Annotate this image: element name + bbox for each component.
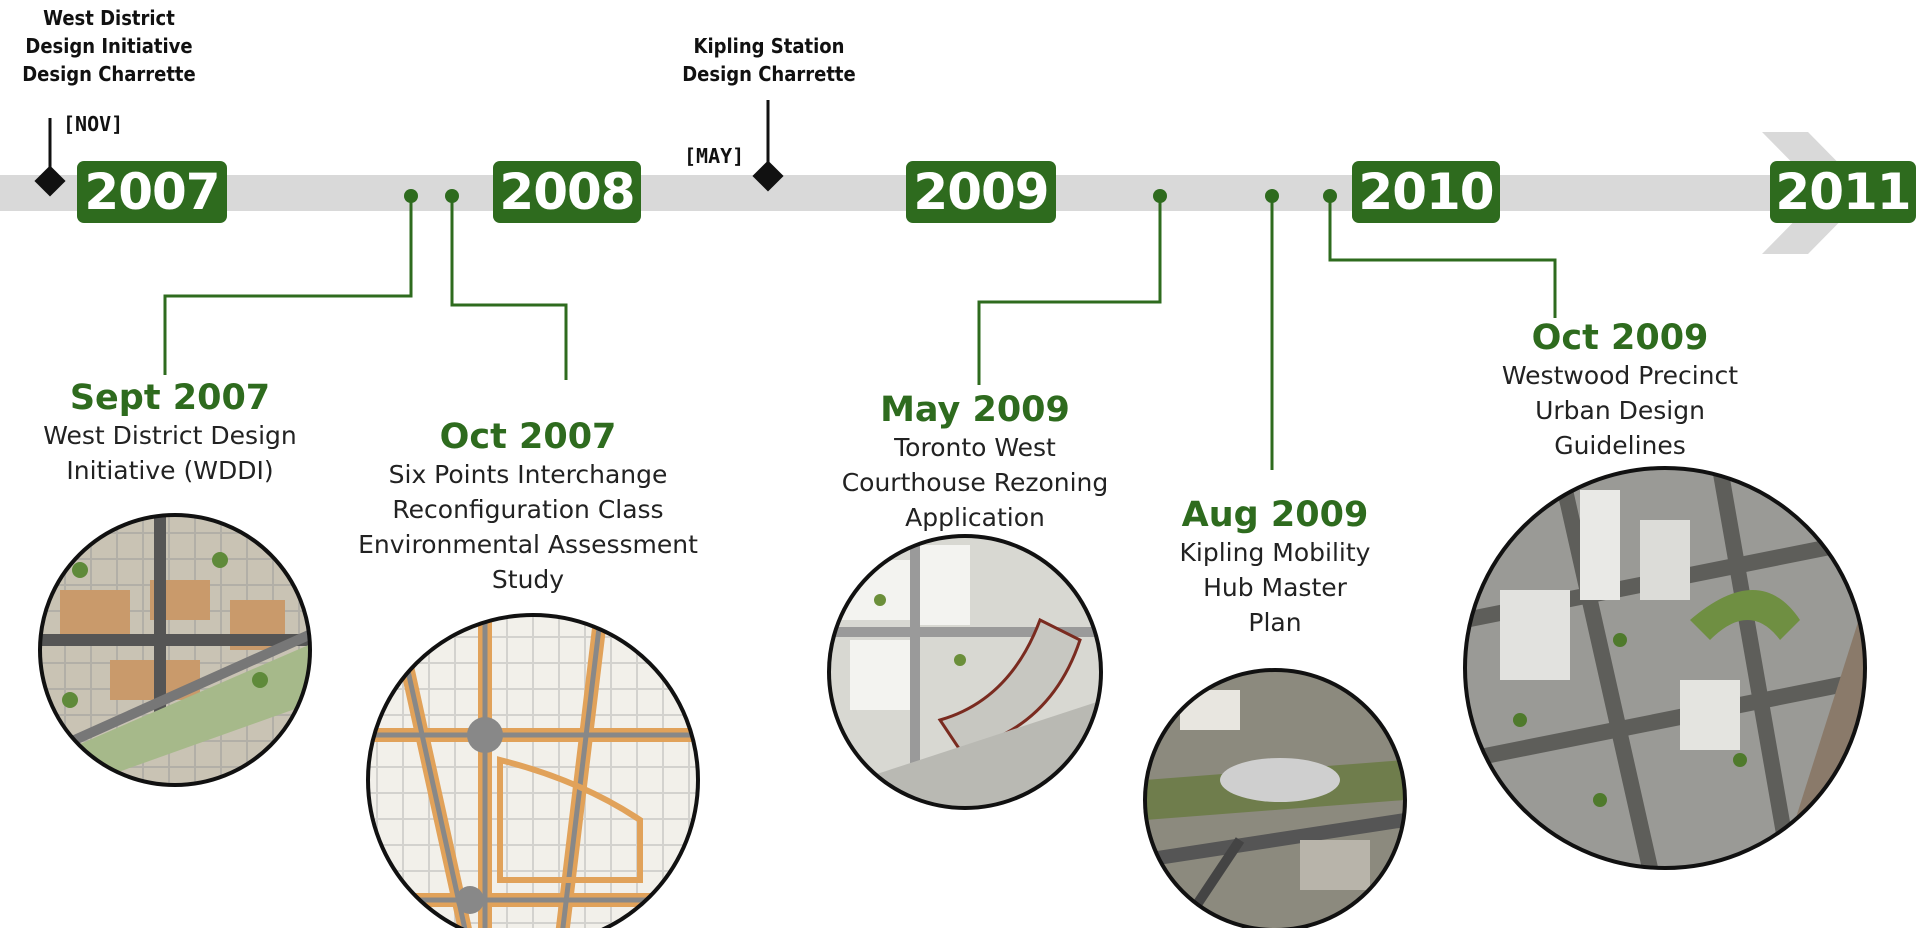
six-points-plan-image <box>368 615 698 928</box>
event-aug-2009: Aug 2009 Kipling Mobility Hub Master Pla… <box>1150 495 1400 640</box>
milestone-month-nov: [NOV] <box>63 112 124 136</box>
connector-oct-2009 <box>1328 196 1557 318</box>
year-badge-2011: 2011 <box>1770 161 1916 223</box>
event-date: Sept 2007 <box>69 378 271 418</box>
connector-sept-2007 <box>163 196 413 375</box>
timeline-band <box>0 175 1800 211</box>
event-description: West District Design Initiative (WDDI) <box>43 421 297 485</box>
event-dot <box>1153 189 1167 203</box>
milestone-diamond <box>34 165 66 197</box>
milestone-label-kipling-charrette: Kipling Station Design Charrette <box>682 34 856 86</box>
milestone-label-wddi-charrette: West District Design Initiative Design C… <box>22 6 196 86</box>
event-sept-2007: Sept 2007 West District Design Initiativ… <box>20 378 320 488</box>
event-date: Aug 2009 <box>1181 495 1369 535</box>
event-date: Oct 2007 <box>439 417 617 457</box>
event-dot <box>1323 189 1337 203</box>
wddi-site-plan-image <box>40 515 310 785</box>
milestone-month-may: [MAY] <box>684 144 745 168</box>
year-badge-2007: 2007 <box>77 161 227 223</box>
westwood-precinct-image <box>1465 468 1865 868</box>
event-may-2009: May 2009 Toronto West Courthouse Rezonin… <box>815 390 1135 535</box>
connector-oct-2007 <box>450 196 568 380</box>
event-dot <box>445 189 459 203</box>
event-oct-2007: Oct 2007 Six Points Interchange Reconfig… <box>343 417 713 597</box>
event-description: Kipling Mobility Hub Master Plan <box>1179 538 1371 637</box>
year-badge-2009: 2009 <box>906 161 1056 223</box>
event-date: Oct 2009 <box>1531 318 1709 358</box>
kipling-hub-aerial-image <box>1145 670 1405 928</box>
event-dot <box>404 189 418 203</box>
event-oct-2009: Oct 2009 Westwood Precinct Urban Design … <box>1470 318 1770 463</box>
event-description: Westwood Precinct Urban Design Guideline… <box>1501 361 1739 460</box>
connector-may-2009 <box>977 196 1162 385</box>
event-dot <box>1265 189 1279 203</box>
year-badge-2010: 2010 <box>1352 161 1500 223</box>
courthouse-rezoning-image <box>829 536 1101 808</box>
year-badge-2008: 2008 <box>493 161 641 223</box>
event-description: Six Points Interchange Reconfiguration C… <box>358 460 698 594</box>
event-description: Toronto West Courthouse Rezoning Applica… <box>841 433 1109 532</box>
event-date: May 2009 <box>880 390 1070 430</box>
